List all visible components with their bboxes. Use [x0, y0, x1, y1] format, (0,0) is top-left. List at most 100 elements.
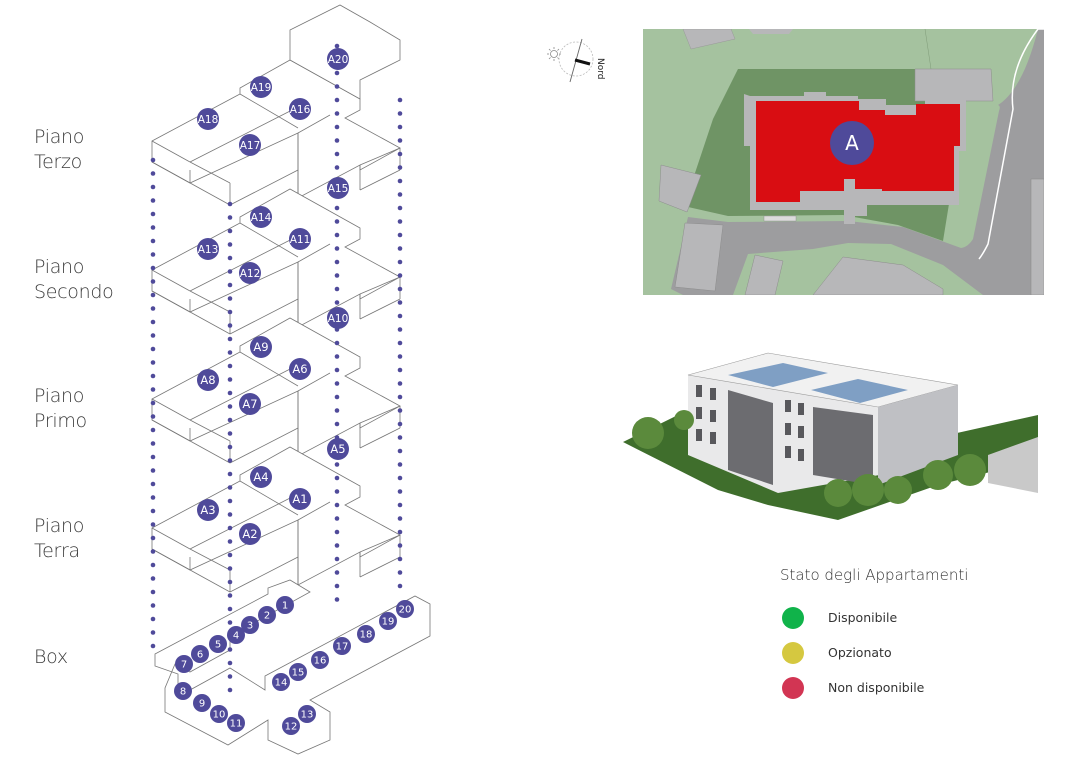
- unit-badge-a20[interactable]: A20: [327, 48, 349, 70]
- unit-badge-a4[interactable]: A4: [250, 466, 272, 488]
- balconies: [813, 407, 873, 485]
- parking-spaces: [744, 254, 784, 295]
- floor-label-line: Piano: [34, 256, 85, 278]
- unit-badge-a5[interactable]: A5: [327, 438, 349, 460]
- unit-badge-label: A3: [200, 503, 215, 517]
- unit-badge-a13[interactable]: A13: [197, 238, 219, 260]
- unit-badge-a8[interactable]: A8: [197, 369, 219, 391]
- unit-badge-16[interactable]: 16: [311, 651, 329, 669]
- unit-badge-11[interactable]: 11: [227, 714, 245, 732]
- unit-badge-circle: [210, 705, 228, 723]
- unit-badge-label: A1: [292, 492, 307, 506]
- unit-badge-circle: [396, 600, 414, 618]
- unit-badge-circle: [333, 637, 351, 655]
- floor-label-line: Piano: [34, 126, 85, 148]
- unit-badge-5[interactable]: 5: [209, 635, 227, 653]
- unit-badge-circle: [241, 616, 259, 634]
- unit-badge-label: 7: [181, 660, 187, 671]
- unit-badge-circle: [197, 369, 219, 391]
- unit-badge-label: A11: [290, 234, 311, 246]
- balconies: [728, 390, 773, 485]
- unit-badge-a2[interactable]: A2: [239, 523, 261, 545]
- unit-badge-label: 8: [180, 687, 186, 698]
- axonometric-floor-diagram: A16A17A18A19A20A11A12A13A14A15A6A7A8A9A1…: [150, 4, 431, 755]
- floor-label-line: Piano: [34, 515, 85, 537]
- unit-badge-circle: [282, 717, 300, 735]
- unit-badge-a1[interactable]: A1: [289, 488, 311, 510]
- unit-badge-4[interactable]: 4: [227, 626, 245, 644]
- unit-badge-label: 17: [336, 642, 349, 653]
- floor-plate: [151, 446, 401, 593]
- unit-badge-a7[interactable]: A7: [239, 393, 261, 415]
- unit-badge-circle: [311, 651, 329, 669]
- unit-badge-8[interactable]: 8: [174, 682, 192, 700]
- retaining-wall: [988, 437, 1038, 493]
- unit-badge-17[interactable]: 17: [333, 637, 351, 655]
- unit-badge-13[interactable]: 13: [298, 705, 316, 723]
- floor-label-line: Terzo: [34, 151, 82, 173]
- legend-item-opzionato: Opzionato: [780, 635, 968, 670]
- building-a-badge[interactable]: [830, 121, 874, 165]
- unit-badge-circle: [289, 98, 311, 120]
- compass-ring: [558, 41, 594, 77]
- unit-badge-label: 2: [264, 611, 270, 622]
- unit-badge-a15[interactable]: A15: [327, 177, 349, 199]
- unit-badge-label: A14: [251, 212, 272, 224]
- unit-badge-19[interactable]: 19: [379, 612, 397, 630]
- solar-panels: [811, 379, 908, 403]
- unit-badge-label: A8: [200, 373, 215, 387]
- unit-badge-a11[interactable]: A11: [289, 228, 311, 250]
- unit-badge-label: A17: [240, 140, 261, 152]
- unit-badge-circle: [239, 393, 261, 415]
- dotted-guide: [397, 97, 403, 589]
- status-dot-unavailable-icon: [782, 676, 804, 699]
- unit-badge-a12[interactable]: A12: [239, 262, 261, 284]
- unit-badge-6[interactable]: 6: [191, 645, 209, 663]
- neighbour-building: [682, 29, 736, 50]
- unit-badge-1[interactable]: 1: [276, 596, 294, 614]
- unit-badge-a6[interactable]: A6: [289, 358, 311, 380]
- unit-badge-a3[interactable]: A3: [197, 499, 219, 521]
- unit-badge-14[interactable]: 14: [272, 673, 290, 691]
- unit-badge-a18[interactable]: A18: [197, 108, 219, 130]
- unit-badge-a14[interactable]: A14: [250, 206, 272, 228]
- legend-item-disponibile: Disponibile: [780, 600, 968, 635]
- unit-badge-15[interactable]: 15: [289, 663, 307, 681]
- unit-badge-label: 5: [215, 640, 221, 651]
- unit-badge-2[interactable]: 2: [258, 606, 276, 624]
- unit-badge-label: A2: [242, 527, 257, 541]
- floor-label-box: Box: [34, 645, 68, 670]
- unit-badge-a16[interactable]: A16: [289, 98, 311, 120]
- floor-label-line: Primo: [34, 410, 87, 432]
- north-arrow-icon: [574, 58, 591, 66]
- unit-badge-7[interactable]: 7: [175, 655, 193, 673]
- unit-badge-20[interactable]: 20: [396, 600, 414, 618]
- unit-badge-circle: [227, 626, 245, 644]
- unit-badge-a9[interactable]: A9: [250, 336, 272, 358]
- unit-badge-circle: [250, 76, 272, 98]
- unit-badge-label: A10: [328, 313, 349, 325]
- unit-badge-circle: [289, 488, 311, 510]
- unit-badge-a17[interactable]: A17: [239, 134, 261, 156]
- unit-badge-a19[interactable]: A19: [250, 76, 272, 98]
- unit-badge-12[interactable]: 12: [282, 717, 300, 735]
- unit-badge-a10[interactable]: A10: [327, 307, 349, 329]
- unit-badge-10[interactable]: 10: [210, 705, 228, 723]
- unit-badge-18[interactable]: 18: [357, 625, 375, 643]
- unit-badge-circle: [175, 655, 193, 673]
- unit-badge-circle: [327, 48, 349, 70]
- unit-badge-circle: [272, 673, 290, 691]
- unit-badge-circle: [298, 705, 316, 723]
- unit-badge-9[interactable]: 9: [193, 694, 211, 712]
- unit-badge-circle: [258, 606, 276, 624]
- unit-badge-label: 20: [399, 605, 412, 616]
- floor-label-terzo: Piano Terzo: [34, 125, 84, 175]
- unit-badge-label: A12: [240, 268, 261, 280]
- unit-badge-circle: [327, 438, 349, 460]
- legend-label: Non disponibile: [828, 680, 925, 695]
- unit-badge-circle: [197, 238, 219, 260]
- unit-badge-3[interactable]: 3: [241, 616, 259, 634]
- entrance-paving: [914, 68, 994, 102]
- unit-badge-label: 6: [197, 650, 203, 661]
- unit-badge-circle: [276, 596, 294, 614]
